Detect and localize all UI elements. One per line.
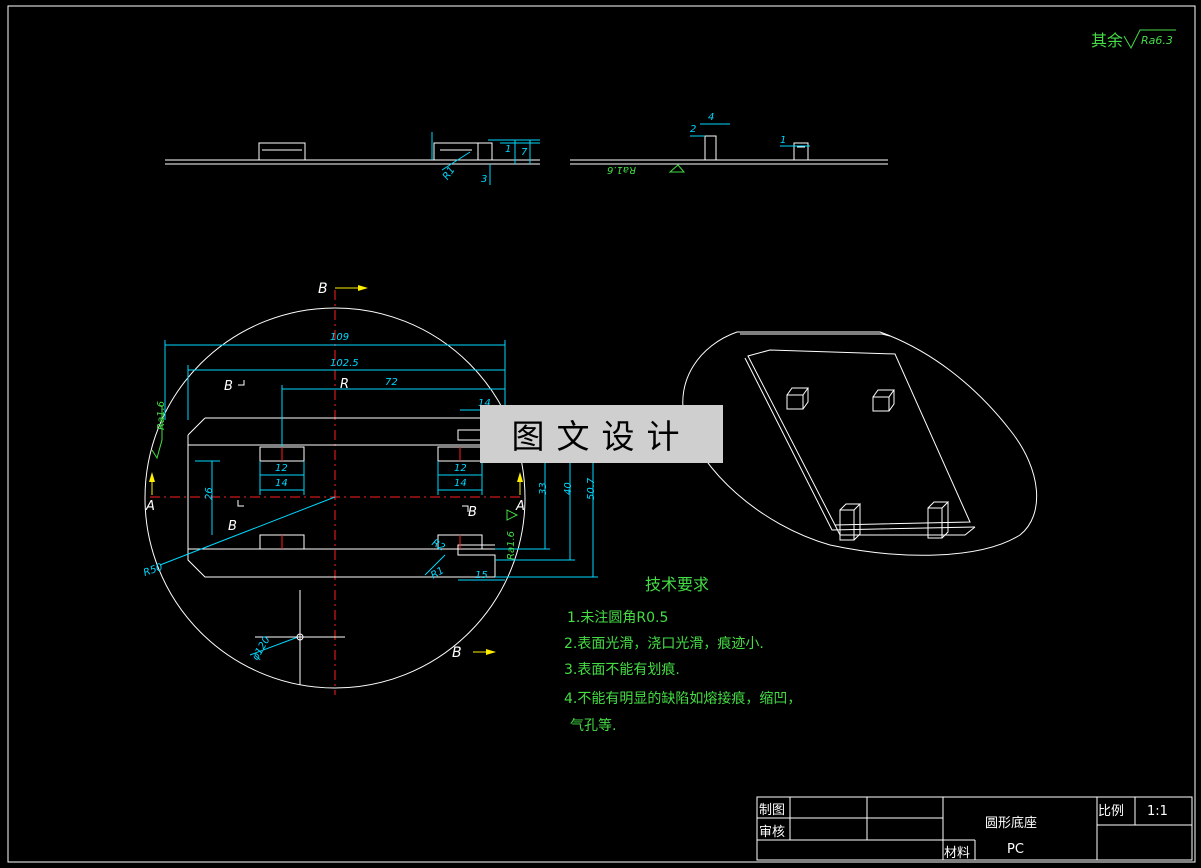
section-a-left: A: [145, 499, 155, 514]
surface-roughness-note: 其余 Ra6.3: [1091, 29, 1176, 50]
dim-72: 72: [385, 377, 398, 388]
tech-req-item-3: 3.表面不能有划痕.: [564, 662, 680, 678]
dim-14-right: 14: [454, 478, 467, 489]
dim-side-4: 4: [708, 112, 714, 123]
dim-top-r: R1: [441, 165, 458, 182]
isometric-view: [682, 331, 1038, 556]
roughness-side: Ra1.6: [607, 164, 636, 175]
surface-note-roughness: Ra6.3: [1141, 34, 1173, 47]
dim-top-7: 7: [521, 147, 528, 158]
title-scale-value: 1:1: [1147, 804, 1168, 819]
label-r: R: [340, 377, 349, 392]
dim-side-2: 2: [690, 124, 696, 135]
dim-phi120: φ120: [250, 635, 272, 663]
section-b-inner-2: B: [228, 519, 237, 534]
tech-req-item-2: 2.表面光滑，浇口光滑，痕迹小.: [564, 635, 764, 652]
title-checked-label: 审核: [759, 825, 785, 840]
title-scale-label: 比例: [1098, 804, 1124, 819]
dim-50-7: 50.7: [586, 477, 597, 500]
title-drawn-label: 制图: [759, 803, 785, 818]
section-a-right: A: [515, 499, 525, 514]
section-b-inner-1: B: [224, 379, 233, 394]
technical-requirements: 技术要求 1.未注圆角R0.5 2.表面光滑，浇口光滑，痕迹小. 3.表面不能有…: [564, 575, 801, 734]
dim-12-left: 12: [275, 463, 288, 474]
tech-req-item-4: 4.不能有明显的缺陷如熔接痕，缩凹，: [564, 690, 801, 707]
dim-14-left: 14: [275, 478, 288, 489]
title-material-value: PC: [1007, 842, 1024, 857]
elevation-view-1: [165, 132, 540, 185]
elevation-view-2: [570, 123, 888, 173]
dim-15: 15: [475, 570, 488, 581]
section-b-top: B: [318, 281, 328, 297]
tech-req-title: 技术要求: [645, 575, 709, 594]
plan-view: [144, 285, 598, 695]
roughness-left: Ra1.6: [156, 401, 167, 430]
surface-note-prefix: 其余: [1091, 31, 1123, 50]
title-block: [756, 796, 1193, 861]
dim-top-1: 1: [505, 144, 511, 155]
tech-req-item-1: 1.未注圆角R0.5: [567, 610, 668, 626]
dim-r2: R2: [430, 538, 447, 554]
dim-12-right: 12: [454, 463, 467, 474]
roughness-right: Ra1.6: [506, 531, 517, 560]
dim-40: 40: [563, 482, 574, 495]
dim-r50: R50: [142, 562, 164, 579]
section-b-inner-3: B: [468, 505, 477, 520]
title-part-name: 圆形底座: [985, 815, 1037, 831]
dim-top-3: 3: [481, 174, 487, 185]
dim-33: 33: [538, 482, 549, 495]
dim-side-1: 1: [780, 135, 786, 146]
dim-26: 26: [204, 487, 215, 500]
dim-109: 109: [330, 332, 349, 343]
section-b-bottom: B: [452, 645, 462, 661]
title-material-label: 材料: [944, 846, 970, 861]
watermark-banner: 图文设计: [480, 405, 723, 463]
tech-req-item-5: 气孔等.: [570, 717, 616, 734]
sheet-border: [7, 5, 1196, 863]
dim-14-top: 14: [478, 398, 491, 409]
dim-102-5: 102.5: [330, 358, 359, 369]
